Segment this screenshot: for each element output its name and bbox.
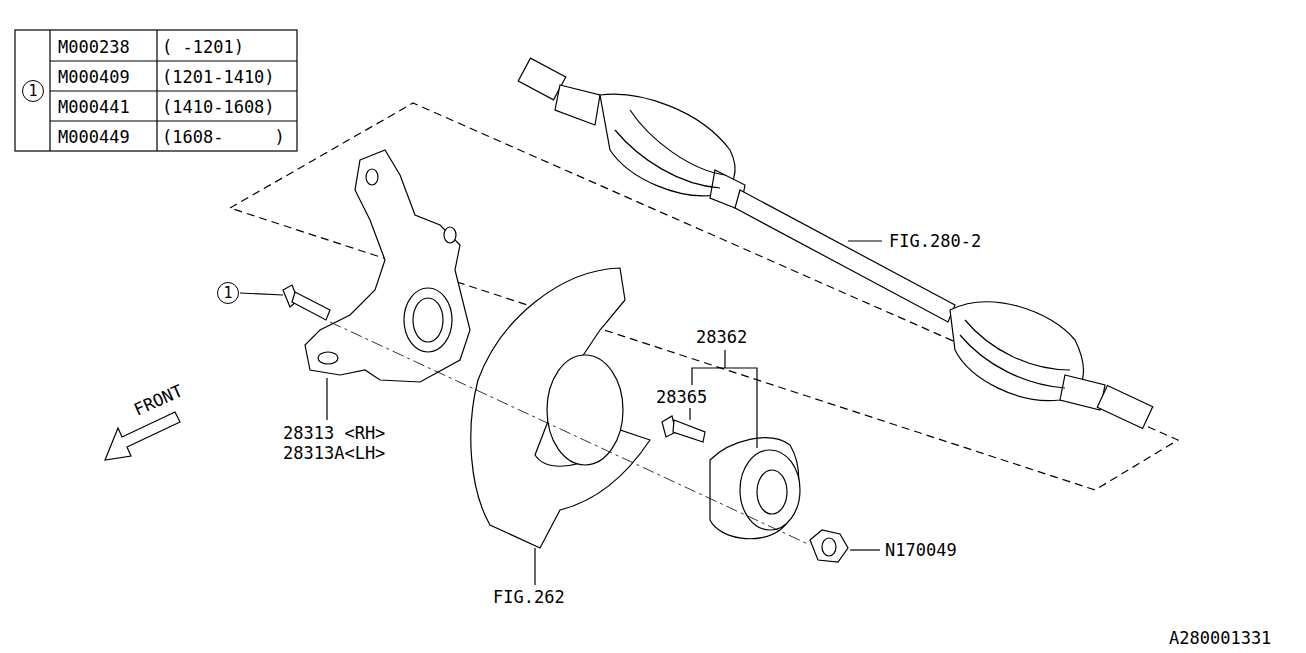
callout-number: 1: [28, 84, 37, 99]
part-label: FRONT: [130, 380, 187, 420]
table-cell: (1201-1410): [161, 67, 276, 87]
part-label: 28313 <RH>: [282, 423, 386, 443]
part-label: FIG.280-2: [888, 231, 982, 251]
table-cell: (1608- ): [161, 127, 286, 147]
part-label: FIG.262: [492, 587, 566, 607]
table-cell: M000238: [57, 37, 131, 57]
part-label: 28313A<LH>: [282, 443, 386, 463]
callout-circle: 1: [22, 80, 44, 102]
part-label: A280001331: [1168, 628, 1272, 648]
part-label: 28365: [655, 387, 708, 407]
table-cell: M000409: [57, 67, 131, 87]
callout-circle: 1: [217, 282, 239, 304]
table-cell: (1410-1608): [161, 97, 276, 117]
table-cell: ( -1201): [161, 37, 245, 57]
callout-number: 1: [223, 286, 232, 301]
table-cell: M000449: [57, 127, 131, 147]
part-label: 28362: [695, 327, 748, 347]
part-label: N170049: [884, 540, 958, 560]
table-cell: M000441: [57, 97, 131, 117]
